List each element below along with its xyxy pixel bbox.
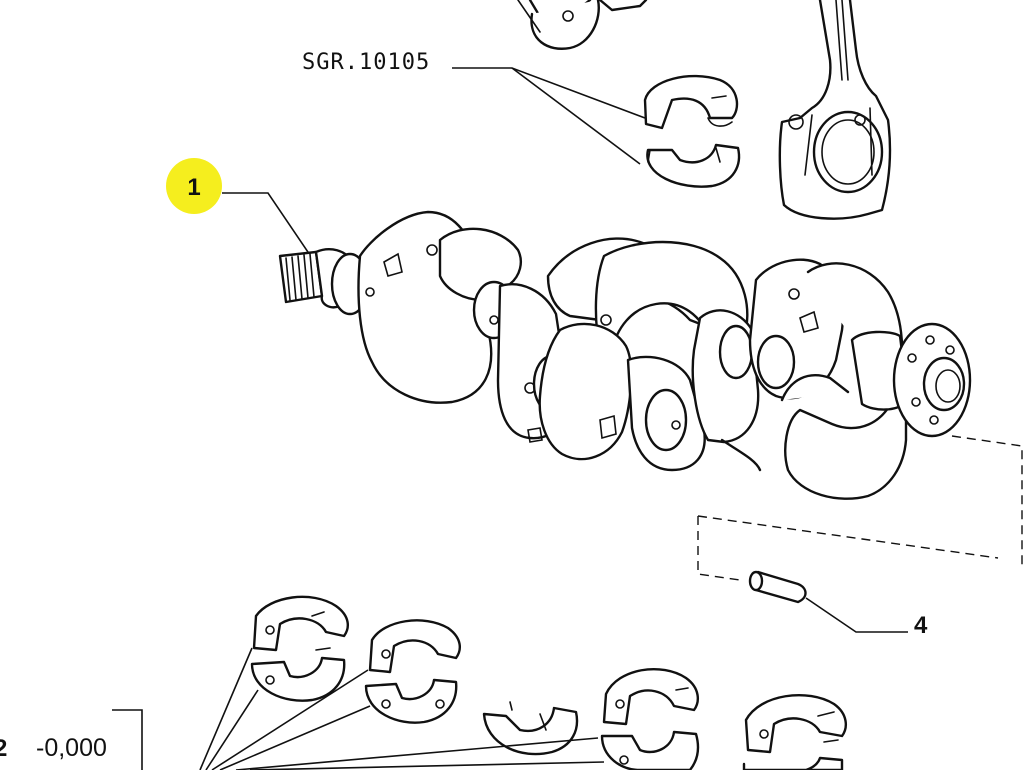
- part-code-leaders: [452, 67, 646, 165]
- callout-1-text: 1: [187, 174, 200, 201]
- connecting-rod-part: [778, 0, 892, 220]
- bearing-shell-pair-top: [643, 74, 741, 188]
- bearing-shells-bottom: [250, 595, 847, 770]
- tolerance-label: -0,000: [36, 734, 107, 762]
- bearing-leaders: [112, 647, 605, 770]
- callout-4-marker: 4: [805, 597, 928, 639]
- part-code-label: SGR.10105: [302, 50, 430, 75]
- callout-2-text: 2: [0, 735, 7, 762]
- callout-4-text: 4: [914, 612, 928, 639]
- upper-bearing-fragment: [517, 0, 648, 50]
- dowel-pin-part: [748, 570, 807, 604]
- dowel-exploded-outline: [697, 435, 1023, 581]
- callout-1-marker: 1: [166, 158, 313, 259]
- crankshaft-part: [278, 210, 972, 500]
